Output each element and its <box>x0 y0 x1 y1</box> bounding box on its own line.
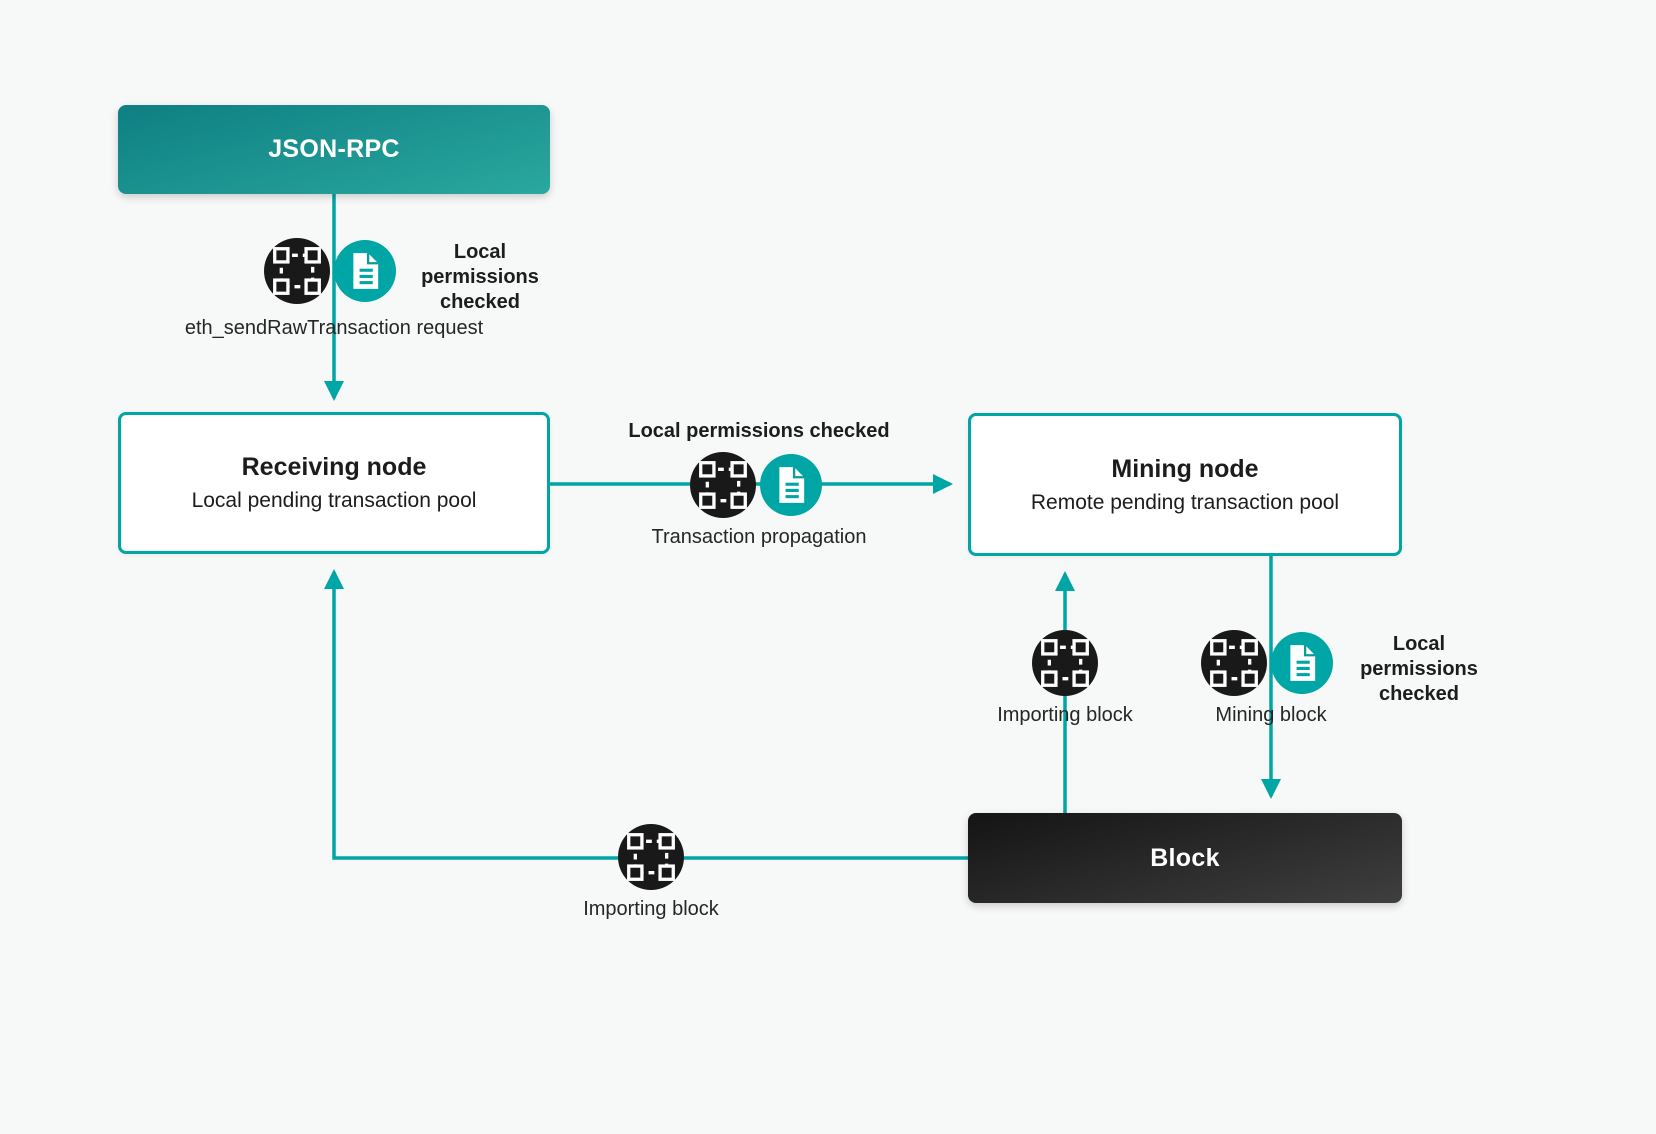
mining-node-title: Mining node <box>1111 454 1259 483</box>
receiving-node-title: Receiving node <box>241 453 427 481</box>
block-icon <box>1032 630 1098 696</box>
block-icon <box>690 452 756 518</box>
mining-block-permissions-label: Local permissions checked <box>1360 633 1478 705</box>
send-raw-tx-request-label: eth_sendRawTransaction request <box>184 317 484 339</box>
document-icon <box>760 454 822 516</box>
receiving-node: Receiving node Local pending transaction… <box>118 412 550 554</box>
importing-block-label: Importing block <box>997 704 1133 726</box>
send-raw-tx-permissions-label: Local permissions checked <box>421 241 539 313</box>
mining-block-label: Mining block <box>1215 704 1327 726</box>
json-rpc-node: JSON-RPC <box>118 105 550 194</box>
json-rpc-label: JSON-RPC <box>268 135 400 163</box>
receiving-node-subtitle: Local pending transaction pool <box>191 489 477 512</box>
importing-block-bottom-label: Importing block <box>583 898 719 920</box>
document-icon <box>1271 632 1333 694</box>
block-icon <box>264 238 330 304</box>
mining-node: Mining node Remote pending transaction p… <box>968 413 1402 556</box>
block-icon <box>1201 630 1267 696</box>
mining-node-subtitle: Remote pending transaction pool <box>1030 490 1340 514</box>
block-node: Block <box>968 813 1402 903</box>
document-icon <box>334 240 396 302</box>
arrow-block-to-receiving <box>324 569 968 860</box>
tx-propagation-permissions-label: Local permissions checked <box>628 420 890 442</box>
block-icon <box>618 824 684 890</box>
tx-propagation-label: Transaction propagation <box>651 526 867 548</box>
block-label: Block <box>1150 843 1220 872</box>
